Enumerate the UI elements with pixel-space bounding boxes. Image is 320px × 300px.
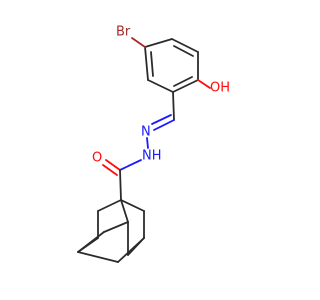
- bond-ring-ch: [172, 91, 175, 121]
- bond-cage-3: [120, 199, 129, 223]
- bond-ring-4: [172, 79, 199, 93]
- bond-ring-6-inner: [150, 51, 154, 77]
- bond-cage-12: [77, 231, 105, 253]
- bond-ring-6: [144, 46, 149, 81]
- bond-ring-2: [171, 38, 199, 53]
- bond-cage-6: [103, 221, 129, 233]
- bond-co-cage: [119, 169, 122, 201]
- molecule-structure: Br OH N NH O: [77, 25, 230, 263]
- atom-label-nh: NH: [142, 149, 162, 164]
- bond-ch-n-double: [151, 114, 172, 125]
- atom-label-br: Br: [116, 25, 131, 40]
- bond-cage-1: [97, 199, 122, 212]
- atom-label-o: O: [92, 151, 102, 166]
- bond-n-nh: [146, 137, 149, 149]
- bond-cage-11: [77, 251, 119, 263]
- bond-c-br: [131, 37, 146, 48]
- bond-cage-2: [120, 199, 145, 212]
- bond-ring-4-inner: [173, 76, 193, 87]
- bond-c-o-double: [102, 164, 118, 176]
- bond-cage-10: [117, 237, 145, 263]
- bond-c-oh: [197, 79, 211, 89]
- benzene-ring: [144, 38, 199, 93]
- adamantane-cage: [77, 169, 145, 263]
- atom-label-oh: OH: [210, 81, 230, 96]
- bond-ring-1: [144, 38, 173, 48]
- bond-ring-5: [147, 79, 174, 93]
- bond-ch-n: [153, 119, 175, 131]
- bond-nh-c: [119, 159, 142, 171]
- bond-c-o: [105, 159, 121, 171]
- bond-ring-2-inner: [173, 45, 194, 57]
- atom-label-n: N: [141, 125, 151, 140]
